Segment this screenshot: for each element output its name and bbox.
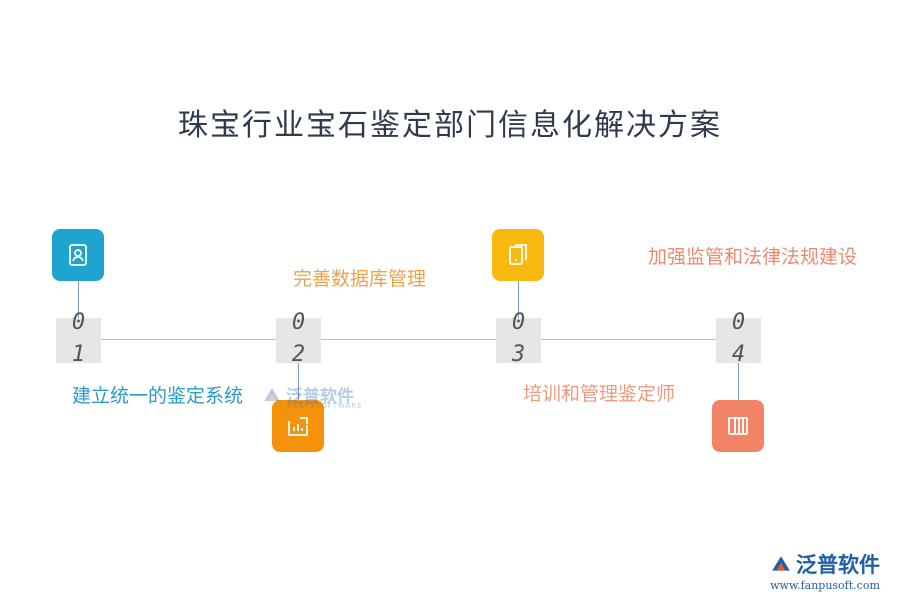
step-3-digit-top: 0 [511, 310, 526, 335]
person-document-icon [69, 244, 87, 266]
fanpu-logo-icon [772, 556, 790, 571]
step-1-digit-top: 0 [71, 310, 86, 335]
step-3-icon-box [492, 229, 544, 281]
step-4-connector [738, 363, 739, 400]
step-1-number: 0 1 [56, 312, 101, 367]
step-3-digit-bottom: 3 [511, 342, 526, 367]
step-3-connector [518, 280, 519, 318]
step-1-icon-box [52, 229, 104, 281]
step-1-connector [78, 280, 79, 318]
brand-logo: 泛普软件 www.fanpusoft.com [760, 549, 890, 592]
step-1-digit-bottom: 1 [71, 342, 86, 367]
watermark-sub: FANPUSOFTWARE [288, 402, 363, 410]
tablet-icon [509, 244, 527, 265]
step-3-number: 0 3 [496, 312, 541, 367]
fanpu-logo-icon [264, 387, 280, 401]
step-3-label: 培训和管理鉴定师 [523, 383, 676, 405]
step-4-number: 0 4 [716, 312, 761, 367]
step-2-label: 完善数据库管理 [293, 268, 427, 290]
step-2-number: 0 2 [276, 312, 321, 367]
step-4-digit-top: 0 [731, 310, 746, 335]
page-title: 珠宝行业宝石鉴定部门信息化解决方案 [178, 108, 722, 143]
watermark-name: 泛普软件 [286, 387, 354, 407]
step-2-connector [298, 363, 299, 400]
step-4-digit-bottom: 4 [731, 342, 746, 367]
step-4-label: 加强监管和法律法规建设 [648, 246, 858, 268]
bar-chart-icon [288, 417, 308, 436]
step-2-icon-box [272, 400, 324, 452]
step-2-digit-top: 0 [291, 310, 306, 335]
timeline-line [78, 339, 739, 340]
step-2-digit-bottom: 2 [291, 342, 306, 367]
brand-name: 泛普软件 [796, 553, 880, 577]
brand-url: www.fanpusoft.com [770, 579, 880, 592]
step-1-label: 建立统一的鉴定系统 [72, 385, 244, 407]
watermark: 泛普软件 FANPUSOFTWARE [262, 382, 362, 410]
columns-icon [728, 417, 748, 435]
step-4-icon-box [712, 400, 764, 452]
